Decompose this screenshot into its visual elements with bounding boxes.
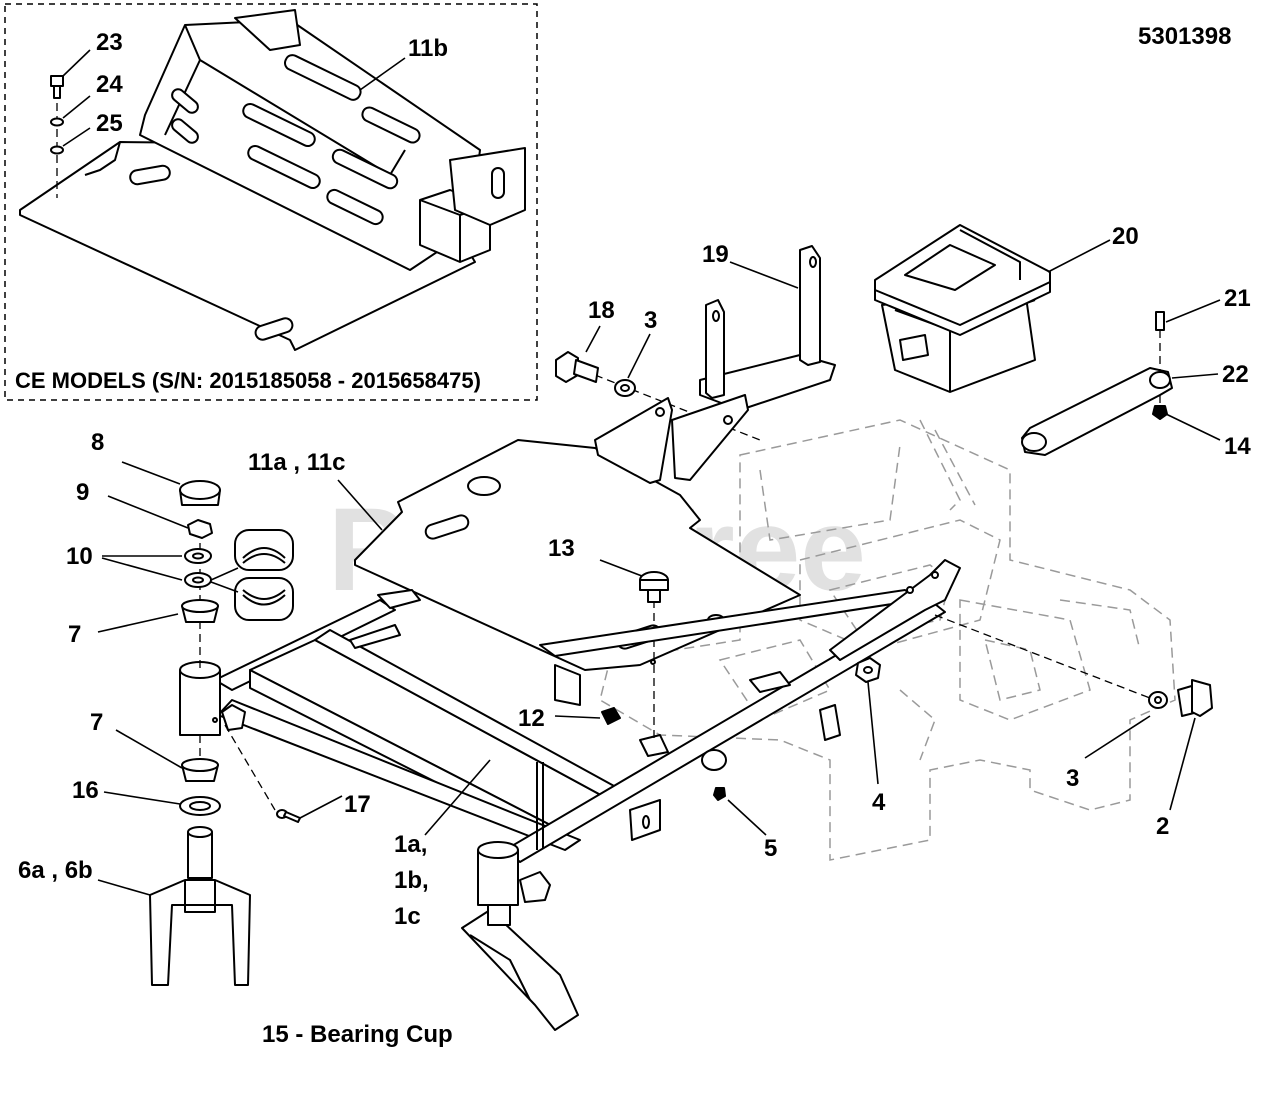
part-1abc-main-frame [179,559,961,1031]
callout-1c: 1c [394,903,421,930]
leader-21 [1165,299,1221,323]
part-4-nut [855,657,881,683]
leader-3b [1084,715,1151,759]
leader-14 [1165,413,1221,441]
callout-14: 14 [1224,433,1251,460]
leader-7b [115,729,183,769]
leader-5 [727,799,767,836]
inset-ce-models-box [4,3,538,401]
callout-2: 2 [1156,813,1169,840]
callout-3-lower: 3 [1066,765,1079,792]
leader-22 [1171,373,1219,379]
leader-17 [299,795,343,819]
callout-12: 12 [518,705,545,732]
callout-15-bearing-cup: 15 - Bearing Cup [262,1021,453,1048]
callout-7-lower: 7 [90,709,103,736]
leader-12 [554,715,601,719]
callout-11ac: 11a , 11c [248,449,345,476]
leader-3a [627,333,651,379]
callout-3-upper: 3 [644,307,657,334]
part-5-nut [713,787,726,801]
callout-1b: 1b, [394,867,429,894]
callout-6ab: 6a , 6b [18,857,93,884]
callout-10: 10 [66,543,93,570]
part-22-battery-strap [1021,311,1173,456]
leader-6ab [97,879,151,896]
callout-24: 24 [96,71,123,98]
callout-17: 17 [344,791,371,818]
leader-19 [729,261,799,289]
callout-16: 16 [72,777,99,804]
part-20-battery-box [874,224,1051,393]
callout-25: 25 [96,110,123,137]
leader-1abc [424,759,491,836]
callout-13: 13 [548,535,575,562]
part-11ac-seat-plate [354,439,801,706]
part-13-seat-knob [639,571,669,662]
callout-11b: 11b [408,35,448,62]
leader-2 [1169,717,1196,811]
leader-10b [101,557,183,581]
inset-caption: CE MODELS (S/N: 2015185058 - 2015658475) [15,368,481,393]
callout-9: 9 [76,479,89,506]
callout-23: 23 [96,29,123,56]
callout-18: 18 [588,297,615,324]
leader-13 [599,559,643,577]
leader-9 [107,495,189,529]
leader-4 [867,681,879,785]
callout-20: 20 [1112,223,1139,250]
leader-20 [1047,239,1111,273]
part-19-battery-tray [699,245,836,411]
callout-22: 22 [1222,361,1249,388]
leader-11b [359,57,406,91]
leader-16 [103,791,181,805]
callout-21: 21 [1224,285,1251,312]
drawing-number: 5301398 [1138,23,1231,50]
callout-19: 19 [702,241,729,268]
leader-8 [121,461,181,485]
part-11b-seat-bracket-ce [19,9,526,351]
leader-18 [585,325,601,353]
part-2-bolt [934,614,1213,717]
part-17-screw [224,724,301,823]
callout-5: 5 [764,835,777,862]
leader-7a [97,613,179,633]
part-12-clip [601,707,621,725]
inset-hardware-23-24-25 [50,49,91,198]
callout-4: 4 [872,789,886,816]
leader-11ac [337,479,383,531]
frame-rear-mount-bracket [594,394,749,484]
callout-1a: 1a, [394,831,427,858]
callout-7-upper: 7 [68,621,81,648]
caster-stack-left [149,480,294,986]
callout-8: 8 [91,429,104,456]
